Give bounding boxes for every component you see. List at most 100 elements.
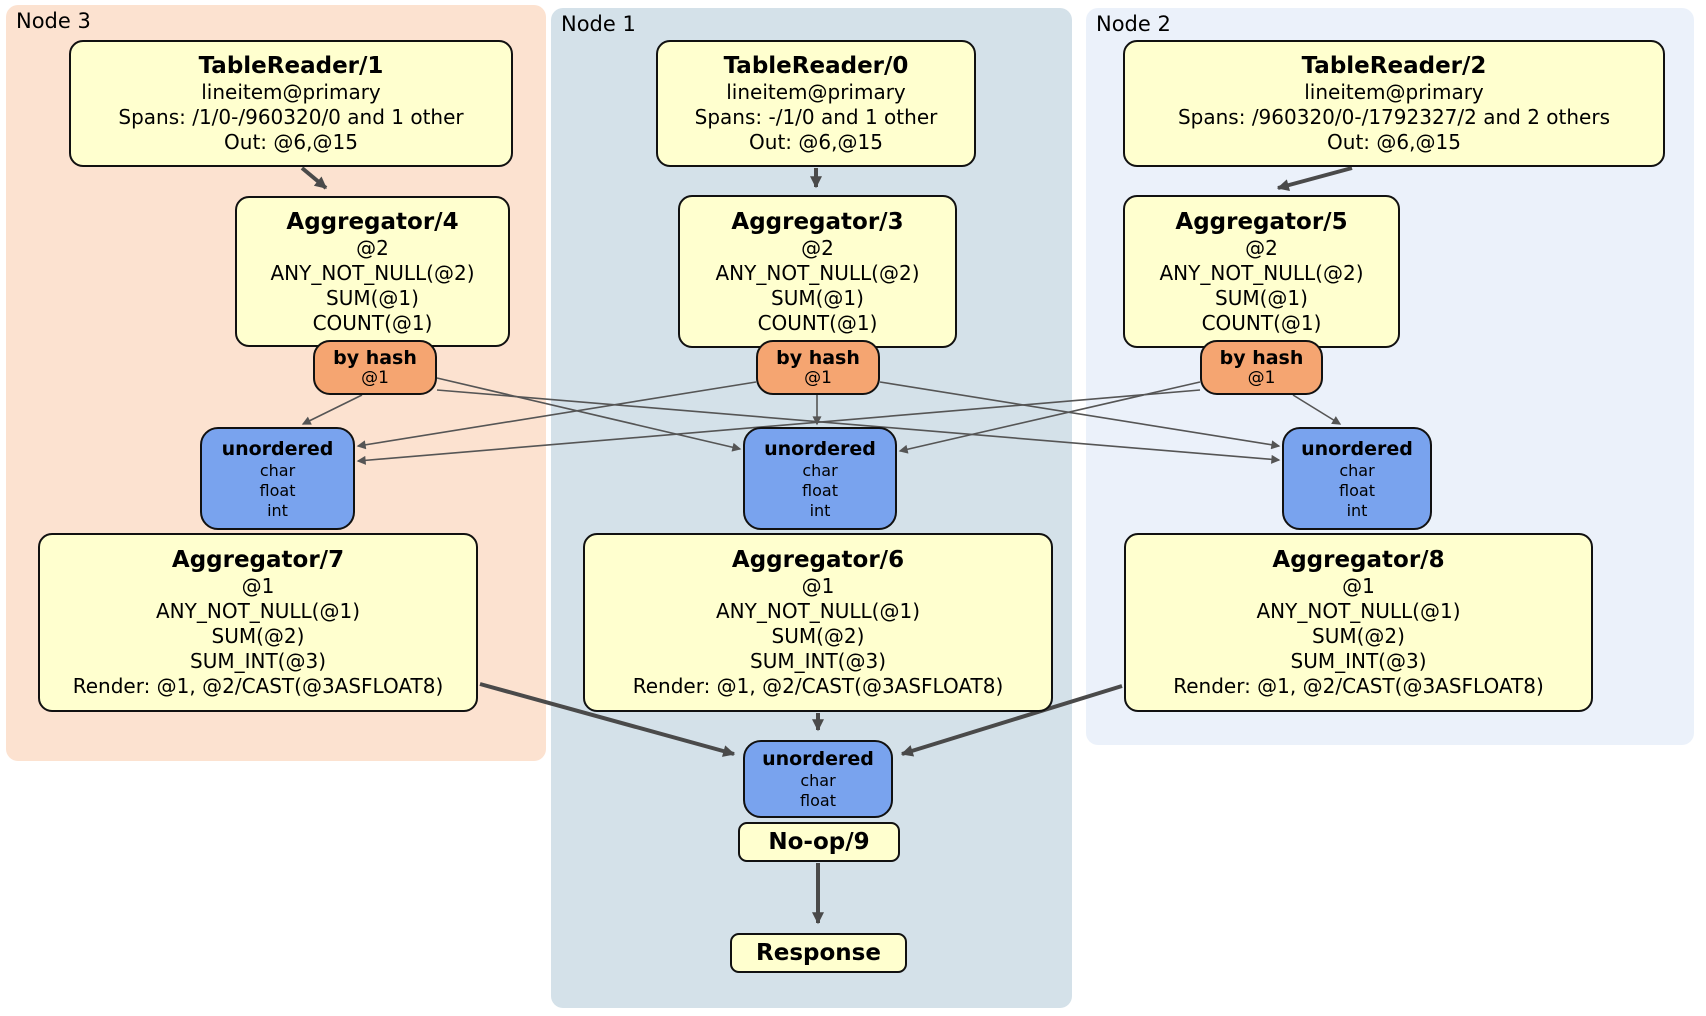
router-by-hash-node1: by hash @1 (756, 340, 880, 395)
node-1-label: Node 1 (561, 12, 636, 36)
sync-unordered-node3: unordered char float int (200, 427, 355, 530)
box-title: Aggregator/8 (1272, 547, 1445, 573)
box-line: @2 (1245, 235, 1278, 260)
processor-aggregator-7: Aggregator/7 @1 ANY_NOT_NULL(@1) SUM(@2)… (38, 533, 478, 712)
router-title: by hash (1219, 347, 1304, 369)
sync-item: char (1339, 460, 1375, 480)
box-line: Out: @6,@15 (1327, 130, 1461, 154)
edge-hash-node2-unordered-node3 (356, 389, 1201, 465)
edge-aggregator7-final-unordered (479, 682, 736, 757)
router-columns: @1 (804, 368, 832, 388)
router-by-hash-node2: by hash @1 (1200, 340, 1323, 395)
processor-noop-9: No-op/9 (738, 822, 900, 862)
box-line: lineitem@primary (1304, 80, 1484, 104)
box-line: SUM_INT(@3) (750, 649, 886, 673)
router-by-hash-node3: by hash @1 (313, 340, 437, 395)
box-title: No-op/9 (768, 829, 870, 855)
sync-item: int (267, 500, 288, 520)
node-3-label: Node 3 (16, 9, 91, 33)
box-line: SUM_INT(@3) (1290, 649, 1427, 673)
box-line: COUNT(@1) (312, 310, 433, 335)
processor-aggregator-8: Aggregator/8 @1 ANY_NOT_NULL(@1) SUM(@2)… (1124, 533, 1593, 712)
box-line: SUM(@2) (1312, 624, 1405, 648)
sync-item: int (809, 500, 831, 520)
box-line: SUM(@2) (771, 624, 865, 648)
box-line: ANY_NOT_NULL(@2) (270, 260, 475, 285)
box-line: SUM(@1) (771, 285, 864, 310)
box-line: COUNT(@1) (1201, 310, 1322, 335)
box-title: Aggregator/3 (731, 208, 904, 235)
edge-hash-node3-unordered-node2 (436, 389, 1281, 464)
sync-title: unordered (762, 748, 874, 770)
router-columns: @1 (361, 368, 389, 388)
edge-tablereader2-aggregator5 (1276, 166, 1353, 191)
box-line: COUNT(@1) (757, 310, 878, 335)
box-line: Spans: /1/0-/960320/0 and 1 other (118, 105, 464, 129)
box-line: ANY_NOT_NULL(@2) (715, 260, 920, 285)
box-line: SUM(@1) (1215, 285, 1308, 310)
box-title: Aggregator/6 (731, 547, 905, 573)
processor-tablereader-1: TableReader/1 lineitem@primary Spans: /1… (69, 40, 513, 167)
box-line: Render: @1, @2/CAST(@3ASFLOAT8) (72, 674, 444, 698)
box-line: Spans: -/1/0 and 1 other (694, 105, 938, 129)
router-title: by hash (776, 347, 860, 369)
box-line: ANY_NOT_NULL(@2) (1159, 260, 1364, 285)
box-line: @1 (1342, 574, 1375, 598)
box-title: TableReader/2 (1301, 53, 1487, 79)
sync-unordered-node1: unordered char float int (743, 427, 897, 530)
sync-item: char (800, 771, 836, 790)
box-line: @1 (241, 574, 275, 598)
router-columns: @1 (1247, 368, 1276, 388)
edge-hash-node3-unordered-node3 (301, 394, 363, 425)
box-line: @1 (801, 574, 835, 598)
sync-title: unordered (221, 437, 334, 460)
sync-title: unordered (1301, 437, 1413, 460)
box-line: Render: @1, @2/CAST(@3ASFLOAT8) (632, 674, 1004, 698)
processor-aggregator-4: Aggregator/4 @2 ANY_NOT_NULL(@2) SUM(@1)… (235, 196, 510, 347)
box-line: Out: @6,@15 (749, 130, 883, 154)
sync-item: float (802, 480, 838, 500)
edge-tablereader1-aggregator4 (300, 166, 328, 190)
box-title: TableReader/1 (198, 53, 384, 79)
edge-hash-node2-unordered-node2 (1292, 394, 1342, 425)
sync-unordered-final: unordered char float (743, 740, 893, 818)
box-line: SUM(@1) (326, 285, 419, 310)
sync-item: char (259, 460, 296, 480)
box-line: Render: @1, @2/CAST(@3ASFLOAT8) (1173, 674, 1544, 698)
box-line: SUM_INT(@3) (190, 649, 326, 673)
box-line: @2 (356, 235, 389, 260)
router-title: by hash (333, 347, 417, 369)
edge-hash-node1-unordered-node2 (879, 381, 1281, 450)
box-line: lineitem@primary (726, 80, 906, 104)
sync-item: float (800, 791, 836, 810)
processor-tablereader-0: TableReader/0 lineitem@primary Spans: -/… (656, 40, 976, 167)
box-line: Spans: /960320/0-/1792327/2 and 2 others (1177, 105, 1610, 129)
box-line: Out: @6,@15 (224, 130, 358, 154)
edge-aggregator8-final-unordered (900, 684, 1123, 757)
box-line: ANY_NOT_NULL(@1) (716, 599, 920, 623)
processor-aggregator-6: Aggregator/6 @1 ANY_NOT_NULL(@1) SUM(@2)… (583, 533, 1053, 712)
box-line: ANY_NOT_NULL(@1) (1256, 599, 1461, 623)
edge-hash-node2-unordered-node1 (898, 381, 1201, 454)
processor-aggregator-5: Aggregator/5 @2 ANY_NOT_NULL(@2) SUM(@1)… (1123, 195, 1400, 348)
edge-hash-node3-unordered-node1 (436, 377, 742, 452)
box-title: Response (756, 940, 881, 966)
edge-hash-node1-unordered-node3 (356, 381, 757, 450)
sync-title: unordered (764, 437, 876, 460)
sync-unordered-node2: unordered char float int (1282, 427, 1432, 530)
box-title: Aggregator/5 (1175, 208, 1348, 235)
box-title: Aggregator/4 (286, 208, 459, 235)
response-box: Response (730, 933, 907, 973)
box-line: lineitem@primary (201, 80, 381, 104)
processor-aggregator-3: Aggregator/3 @2 ANY_NOT_NULL(@2) SUM(@1)… (678, 195, 957, 348)
sync-item: float (1339, 480, 1375, 500)
box-line: ANY_NOT_NULL(@1) (156, 599, 360, 623)
box-title: Aggregator/7 (171, 547, 345, 573)
box-line: @2 (801, 235, 834, 260)
node-2-label: Node 2 (1096, 12, 1171, 36)
sync-item: float (259, 480, 296, 500)
sync-item: int (1346, 500, 1368, 520)
box-line: SUM(@2) (211, 624, 305, 648)
